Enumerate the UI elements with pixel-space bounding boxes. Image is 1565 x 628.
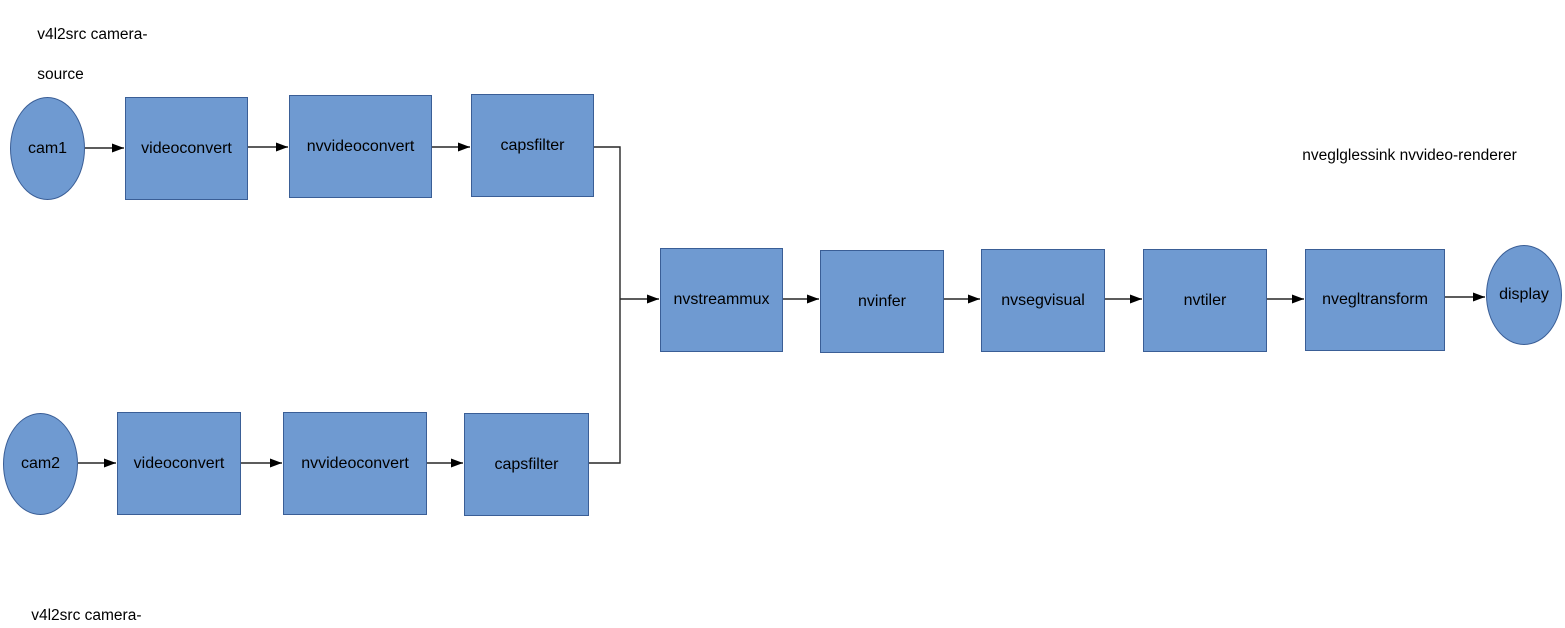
node-label: nvstreammux — [673, 291, 770, 309]
node-nvvideoconvert-top: nvvideoconvert — [289, 95, 432, 198]
node-cam2: cam2 — [3, 413, 78, 515]
node-label: nvvideoconvert — [306, 137, 415, 155]
node-videoconvert-top: videoconvert — [125, 97, 248, 200]
connector-edge — [589, 299, 621, 464]
node-label: nvvideoconvert — [301, 454, 409, 472]
node-cam1: cam1 — [10, 97, 85, 200]
node-nvtiler: nvtiler — [1143, 249, 1267, 352]
connector-edge — [594, 146, 621, 299]
node-label: capsfilter — [494, 455, 559, 473]
node-label: nvinfer — [857, 292, 907, 310]
node-nvegltransform: nvegltransform — [1305, 249, 1445, 351]
label-line: source — [37, 66, 84, 83]
label-v4l2src-camera-source-top: v4l2src camera- source — [20, 5, 147, 105]
node-nvvideoconvert-bottom: nvvideoconvert — [283, 412, 427, 515]
node-label: nvsegvisual — [1001, 291, 1085, 309]
node-label: nvegltransform — [1322, 291, 1428, 309]
node-nvsegvisual: nvsegvisual — [981, 249, 1105, 352]
label-v4l2src-camera-source-bottom: v4l2src camera- source — [14, 586, 141, 628]
node-capsfilter-top: capsfilter — [471, 94, 594, 197]
label-line: v4l2src camera- — [37, 26, 148, 43]
label-line: nveglglessink nvvideo-renderer — [1302, 147, 1517, 164]
label-nveglglessink-renderer: nveglglessink nvvideo-renderer — [1285, 126, 1517, 186]
node-nvstreammux: nvstreammux — [660, 248, 783, 352]
node-capsfilter-bottom: capsfilter — [464, 413, 589, 516]
node-label: nvtiler — [1183, 291, 1227, 309]
node-videoconvert-bottom: videoconvert — [117, 412, 241, 515]
node-display: display — [1486, 245, 1562, 345]
node-label: capsfilter — [500, 136, 565, 154]
node-nvinfer: nvinfer — [820, 250, 944, 353]
node-label: videoconvert — [141, 139, 232, 157]
node-label: videoconvert — [133, 454, 225, 472]
node-label: cam2 — [20, 455, 61, 473]
node-label: cam1 — [27, 139, 68, 157]
node-label: display — [1499, 286, 1549, 304]
label-line: v4l2src camera- — [31, 607, 142, 624]
